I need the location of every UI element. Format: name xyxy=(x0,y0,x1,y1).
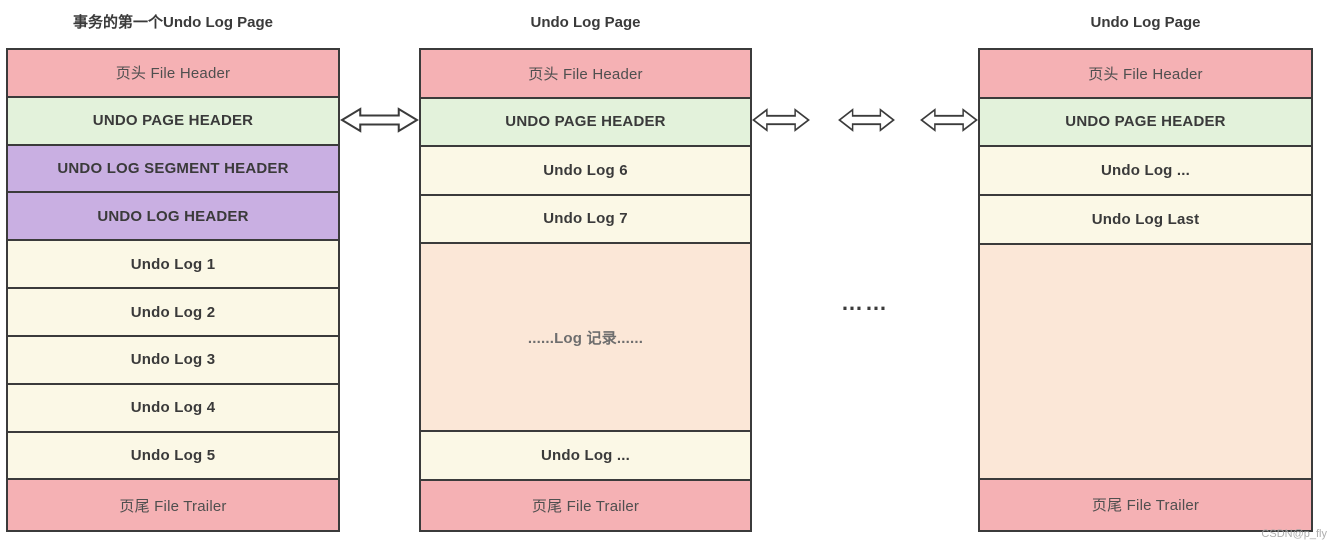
double-arrow-icon xyxy=(752,106,810,134)
row-label: 页尾 File Trailer xyxy=(1091,497,1200,515)
row-label: Undo Log 5 xyxy=(130,447,216,465)
row-label: Undo Log 1 xyxy=(130,255,216,273)
row-label: Undo Log 6 xyxy=(543,161,628,179)
page-row: Undo Log 7 xyxy=(421,193,750,243)
page-row: Undo Log 6 xyxy=(421,145,750,194)
row-label: Undo Log ... xyxy=(1100,162,1191,180)
page-title: Undo Log Page xyxy=(1090,14,1201,31)
page-row: Undo Log ... xyxy=(421,430,750,479)
double-arrow-icon xyxy=(920,106,978,134)
row-label: UNDO LOG HEADER xyxy=(97,207,249,225)
page-row: 页头 File Header xyxy=(8,50,338,96)
page-title: 事务的第一个Undo Log Page xyxy=(73,14,273,31)
row-label: 页头 File Header xyxy=(115,65,231,83)
page-row xyxy=(980,242,1311,478)
page-row: Undo Log ... xyxy=(980,145,1311,194)
row-label: UNDO PAGE HEADER xyxy=(505,113,666,131)
page-row: UNDO LOG SEGMENT HEADER xyxy=(8,143,338,192)
row-label: Undo Log 4 xyxy=(130,399,216,417)
row-label: UNDO PAGE HEADER xyxy=(1065,113,1226,131)
row-label: 页尾 File Trailer xyxy=(119,497,227,515)
page-row: 页尾 File Trailer xyxy=(980,477,1311,530)
double-arrow-icon xyxy=(340,105,419,135)
ellipsis-label: …… xyxy=(841,290,889,315)
row-label: 页尾 File Trailer xyxy=(531,497,640,515)
row-label: Undo Log Last xyxy=(1091,210,1200,228)
row-label: Undo Log 2 xyxy=(130,303,216,321)
page-row: Undo Log 4 xyxy=(8,382,338,431)
row-label: ......Log 记录...... xyxy=(527,329,644,347)
row-label: UNDO PAGE HEADER xyxy=(92,112,254,130)
page-row: Undo Log 5 xyxy=(8,430,338,479)
page-row: ......Log 记录...... xyxy=(421,242,750,431)
row-label: 页头 File Header xyxy=(528,65,643,83)
page-row: UNDO PAGE HEADER xyxy=(421,96,750,146)
page-row: 页尾 File Trailer xyxy=(421,478,750,530)
page-row: 页头 File Header xyxy=(421,50,750,97)
page-row: Undo Log Last xyxy=(980,193,1311,243)
double-arrow-icon xyxy=(838,106,895,134)
row-label: Undo Log 3 xyxy=(130,351,216,369)
page-row: 页头 File Header xyxy=(980,50,1311,97)
page-row: Undo Log 3 xyxy=(8,334,338,383)
page-row: Undo Log 2 xyxy=(8,287,338,335)
row-label: Undo Log 7 xyxy=(543,210,628,228)
row-label: 页头 File Header xyxy=(1088,65,1203,83)
row-label: Undo Log ... xyxy=(540,446,631,464)
page-title: Undo Log Page xyxy=(530,14,641,31)
row-label: UNDO LOG SEGMENT HEADER xyxy=(57,160,289,178)
page-row: UNDO PAGE HEADER xyxy=(8,95,338,144)
page-row: UNDO PAGE HEADER xyxy=(980,96,1311,146)
page-row: UNDO LOG HEADER xyxy=(8,191,338,240)
page-row: Undo Log 1 xyxy=(8,239,338,288)
watermark: CSDN@p_fly xyxy=(1261,528,1327,540)
page-row: 页尾 File Trailer xyxy=(8,478,338,530)
